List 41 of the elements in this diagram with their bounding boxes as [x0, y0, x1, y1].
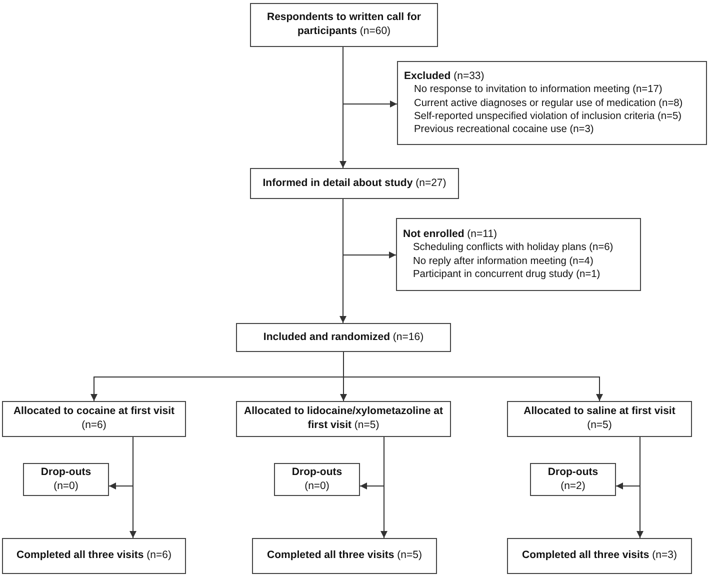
- list-item: No response to invitation to information meeting (n=17): [413, 83, 662, 97]
- process-box: [2, 538, 186, 574]
- list-item: Previous recreational cocaine use (n=3): [413, 123, 594, 136]
- process-box: [236, 323, 451, 352]
- arrow: [342, 198, 396, 258]
- box-text: Allocated to lidocaine/xylometazoline at first visit (n=5): [243, 405, 444, 433]
- box-text: Allocated to saline at first visit (n=5): [522, 405, 676, 433]
- process-box: [530, 463, 616, 496]
- arrow: [108, 436, 134, 490]
- arrow: [360, 436, 384, 490]
- process-box: [250, 3, 438, 47]
- list-item: Self-reported unspecified violation of inclusion criteria (n=5): [413, 110, 682, 124]
- arrow: [616, 436, 640, 490]
- process-box: [2, 401, 186, 437]
- box-text: Drop-outs (n=2): [546, 466, 600, 494]
- box-text: Not enrolled (n=11): [403, 228, 498, 242]
- box-text: Completed all three visits (n=6): [16, 549, 172, 563]
- process-box: [236, 401, 451, 437]
- exclusion-box: [397, 61, 707, 145]
- box-text: Drop-outs (n=0): [290, 466, 344, 494]
- process-box: [250, 168, 459, 199]
- process-box: [507, 401, 692, 437]
- arrow: [343, 352, 603, 402]
- list-item: Current active diagnoses or regular use of medication (n=8): [413, 96, 683, 110]
- process-box: [252, 538, 437, 574]
- process-box: [507, 538, 692, 574]
- list-item: Participant in concurrent drug study (n=1): [412, 268, 600, 282]
- box-text: Allocated to cocaine at first visit (n=6): [12, 405, 176, 433]
- box-text: Included and randomized (n=16): [263, 330, 424, 344]
- box-text: Respondents to written call for participants (n=60): [266, 11, 422, 39]
- list-item: No reply after information meeting (n=4): [412, 254, 594, 268]
- process-box: [274, 463, 360, 496]
- box-text: Drop-outs (n=0): [40, 466, 92, 494]
- list-item: Scheduling conflicts with holiday plans (n=6): [412, 241, 614, 255]
- box-text: Informed in detail about study (n=27): [262, 176, 446, 190]
- exclusion-box: [396, 218, 641, 291]
- process-box: [23, 463, 109, 496]
- box-text: Excluded (n=33): [404, 70, 484, 84]
- arrow: [342, 46, 398, 108]
- box-text: Completed all three visits (n=3): [522, 549, 677, 563]
- box-text: Completed all three visits (n=5): [267, 549, 422, 563]
